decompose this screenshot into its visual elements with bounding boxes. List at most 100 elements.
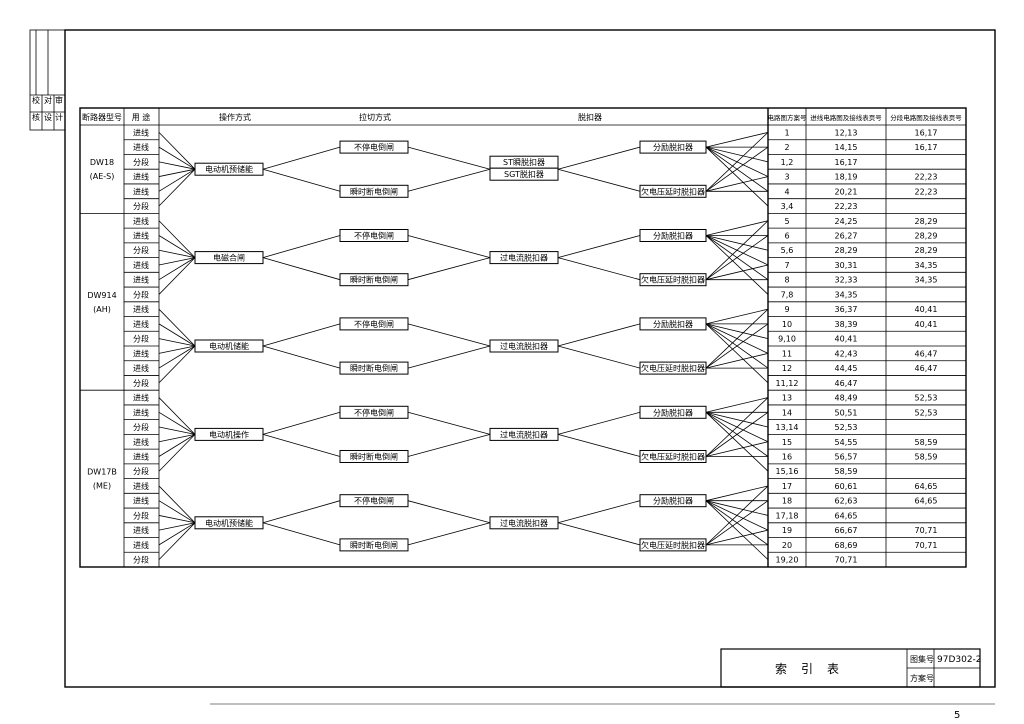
branch-page-cell: 22,23 [915,173,938,182]
usage-cell: 进线 [133,348,149,358]
branch-page-cell: 34,35 [915,261,938,270]
branch-page-cell: 16,17 [915,143,938,152]
scheme-number-cell: 17,18 [776,511,799,520]
scheme-number-cell: 7 [784,261,789,270]
incoming-page-cell: 34,35 [835,290,858,299]
scheme-number-cell: 20 [782,541,792,550]
atlas-number: 97D302-2 [937,655,982,665]
branch-page-cell: 46,47 [915,364,938,373]
release-label-st: ST瞬脱扣器 [503,157,545,167]
connector-line [407,257,491,281]
operation-label: 电动机预储能 [205,518,253,528]
usage-cell: 进线 [133,451,149,461]
incoming-page-cell: 40,41 [835,335,858,344]
connector-line [705,323,769,354]
release-box-sgt [489,167,559,181]
connector-line [705,500,769,516]
usage-cell: 进线 [133,393,149,403]
scheme-number-cell: 5,6 [781,246,794,255]
incoming-page-cell: 26,27 [835,231,858,240]
release-label: 过电流脱扣器 [500,518,548,528]
usage-cell: 进线 [133,127,149,137]
connector-line [158,220,196,258]
scheme-number-cell: 3,4 [781,202,794,211]
incoming-page-cell: 68,69 [835,541,858,550]
scheme-number-cell: 10 [782,320,792,329]
scheme-number-cell: 13,14 [776,423,799,432]
branch-page-cell: 28,29 [915,246,938,255]
disconnect-label: 不停电倒闸 [354,142,394,152]
usage-cell: 进线 [133,525,149,535]
connector-line [158,411,196,435]
usage-cell: 进线 [133,319,149,329]
connector-line [705,323,769,384]
breaker-sub: (ME) [93,482,111,491]
scheme-number-cell: 16 [782,452,792,461]
connector-line [705,352,769,369]
usage-cell: 进线 [133,363,149,373]
usage-cell: 分段 [133,201,149,211]
branch-page-cell: 16,17 [915,128,938,137]
connector-line [158,323,196,347]
side-label: 对 [44,95,52,105]
connector-line [705,412,769,472]
branch-page-cell: 22,23 [915,187,938,196]
scheme-number-cell: 5 [784,217,789,226]
usage-cell: 分段 [133,378,149,388]
connector-line [407,522,491,546]
usage-cell: 进线 [133,540,149,550]
incoming-page-cell: 16,17 [835,158,858,167]
header-operation: 操作方式 [219,112,251,122]
connector-line [557,168,641,192]
release-output-label: 分励脱扣器 [653,496,693,506]
release-output-label: 欠电压延时脱扣器 [641,451,705,461]
usage-cell: 进线 [133,275,149,285]
connector-line [158,168,196,177]
breaker-sub: (AH) [93,305,111,314]
outer-frame [64,29,996,688]
connector-line [557,345,641,369]
usage-cell: 分段 [133,245,149,255]
connector-line [705,220,769,236]
scheme-number-cell: 15,16 [776,467,799,476]
disconnect-label: 不停电倒闸 [354,319,394,329]
incoming-page-cell: 56,57 [835,452,858,461]
scheme-number-cell: 2 [784,143,789,152]
index-table-frame [79,107,967,568]
title-block-title: 索引表 [775,662,853,676]
release-label-sgt: SGT脱扣器 [504,169,544,179]
connector-line [407,323,491,347]
incoming-page-cell: 30,31 [835,261,858,270]
connector-line [407,411,491,435]
breaker-sub: (AE-S) [90,172,115,181]
connector-line [158,397,196,435]
connector-line [262,411,341,435]
incoming-page-cell: 66,67 [835,526,858,535]
usage-cell: 分段 [133,466,149,476]
incoming-page-cell: 44,45 [835,364,858,373]
connector-line [407,345,491,369]
incoming-page-cell: 24,25 [835,217,858,226]
scheme-number-cell: 6 [784,231,789,240]
connector-line [262,257,341,281]
scheme-number-cell: 1,2 [781,158,794,167]
connector-line [705,308,769,325]
incoming-page-cell: 12,13 [835,128,858,137]
connector-line [705,176,769,192]
connector-line [407,168,491,192]
usage-cell: 进线 [133,437,149,447]
connector-line [705,235,769,251]
scheme-number-cell: 19,20 [776,556,799,565]
connector-line [262,500,341,524]
operation-label: 电动机操作 [209,429,249,439]
branch-page-cell: 40,41 [915,320,938,329]
disconnect-label: 瞬时断电倒闸 [350,540,398,550]
connector-line [557,522,641,546]
scheme-number-cell: 18 [782,497,792,506]
operation-label: 电磁合闸 [213,253,245,263]
connector-line [158,522,196,531]
breaker-model: DW914 [87,291,116,300]
connector-line [158,434,196,443]
scheme-number-cell: 14 [782,408,792,417]
